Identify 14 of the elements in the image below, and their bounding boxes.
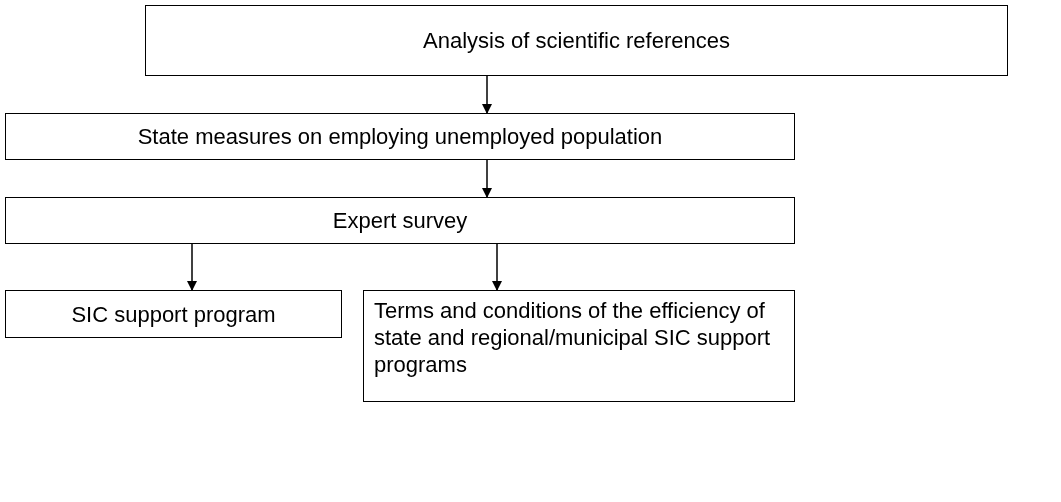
arrow	[492, 243, 502, 291]
arrow	[482, 159, 492, 198]
box-label: Expert survey	[332, 207, 468, 234]
box-label: Analysis of scientific references	[423, 27, 730, 54]
box-label: State measures on employing unemployed population	[137, 123, 663, 150]
box-label: Terms and conditions of the efficiency of state and regional/municipal SIC support programs	[374, 297, 772, 378]
arrow	[482, 75, 492, 114]
process-box	[145, 5, 1008, 76]
arrow	[187, 243, 197, 291]
box-label: SIC support program	[71, 300, 276, 328]
process-box	[5, 197, 795, 244]
process-box	[5, 113, 795, 160]
process-box	[363, 290, 795, 402]
process-box	[5, 290, 342, 338]
